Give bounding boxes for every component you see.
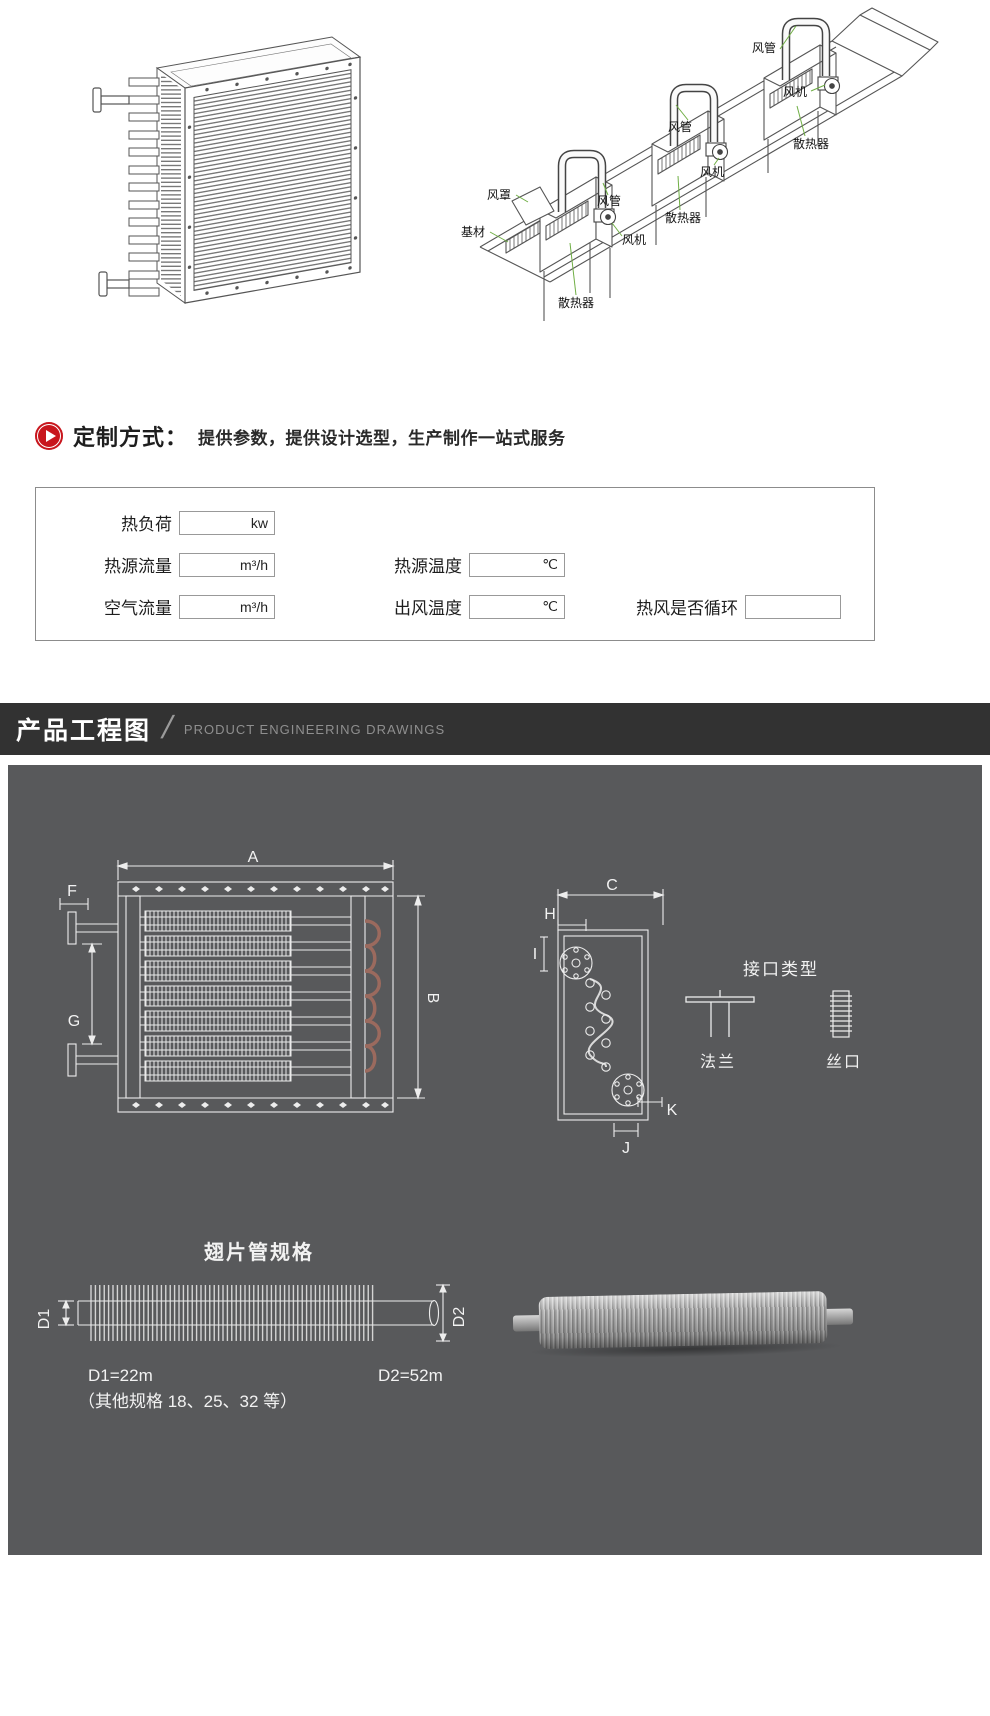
- section-title-cn: 产品工程图: [16, 717, 152, 745]
- section-header-bar: 产品工程图 / PRODUCT ENGINEERING DRAWINGS: [0, 703, 990, 755]
- out-temp-input[interactable]: ℃: [469, 594, 565, 619]
- side-view-drawing: C H I K J: [533, 877, 678, 1157]
- dim-k: K: [667, 1102, 678, 1119]
- d2-value: D2=52m: [378, 1366, 443, 1385]
- label-fan: 风机: [700, 165, 725, 179]
- dim-f: F: [67, 883, 77, 900]
- recirculation-group: 热风是否循环: [636, 594, 841, 619]
- dim-d1: D1: [36, 1309, 53, 1330]
- heat-exchanger-isometric-drawing: [85, 8, 405, 338]
- dim-c: C: [606, 877, 618, 894]
- fin-tube-dimension-drawing: D1 D2: [36, 1283, 468, 1343]
- parameter-form: 热负荷 kw 热源流量 m³/h 热源温度 ℃ 空气流量 m³/h 出风温度 ℃…: [35, 487, 875, 641]
- out-temp-unit: ℃: [542, 598, 558, 614]
- front-view-drawing: A F G B: [59, 850, 441, 1113]
- label-radiator: 散热器: [793, 137, 830, 151]
- dim-h: H: [544, 906, 556, 923]
- air-flow-input[interactable]: m³/h: [179, 594, 275, 619]
- dim-j: J: [622, 1140, 630, 1157]
- source-temp-input[interactable]: ℃: [469, 552, 565, 577]
- source-flow-group: 热源流量 m³/h: [104, 552, 275, 577]
- label-fan: 风机: [783, 85, 808, 99]
- dim-d2: D2: [451, 1307, 468, 1328]
- source-temp-group: 热源温度 ℃: [394, 552, 565, 577]
- dim-i: I: [533, 946, 537, 963]
- threaded-label: 丝口: [826, 1054, 863, 1071]
- flange-symbol: [685, 990, 755, 1037]
- flange-label: 法兰: [700, 1054, 737, 1071]
- section-title-en: PRODUCT ENGINEERING DRAWINGS: [183, 721, 446, 737]
- source-flow-input[interactable]: m³/h: [179, 552, 275, 577]
- customization-subtitle: 提供参数，提供设计选型，生产制作一站式服务: [198, 428, 566, 448]
- label-fan: 风机: [622, 233, 647, 247]
- source-flow-label: 热源流量: [104, 557, 172, 576]
- dim-a: A: [248, 850, 259, 866]
- duct-installation-svg: [479, 7, 939, 321]
- customization-header: 定制方式： 提供参数，提供设计选型，生产制作一站式服务: [35, 420, 566, 452]
- recirculation-label: 热风是否循环: [636, 599, 738, 618]
- finned-tube-body: [538, 1290, 828, 1350]
- threaded-symbol: [830, 990, 852, 1038]
- source-temp-label: 热源温度: [394, 557, 462, 576]
- heat-load-input[interactable]: kw: [179, 510, 275, 535]
- air-flow-unit: m³/h: [240, 598, 268, 615]
- d1-value: D1=22m: [88, 1366, 153, 1385]
- label-wind-hood: 风罩: [487, 188, 512, 202]
- label-radiator: 散热器: [665, 211, 702, 225]
- heat-load-label: 热负荷: [121, 515, 172, 534]
- dim-b: B: [424, 993, 441, 1004]
- out-temp-group: 出风温度 ℃: [394, 594, 565, 619]
- source-flow-unit: m³/h: [240, 556, 268, 573]
- fin-tube-spec-title: 翅片管规格: [204, 1242, 314, 1264]
- out-temp-label: 出风温度: [394, 599, 462, 618]
- label-air-duct: 风管: [597, 194, 622, 208]
- other-specs-note: （其他规格 18、25、32 等）: [78, 1392, 298, 1411]
- engineering-panel: A F G B: [8, 765, 982, 1555]
- heat-load-group: 热负荷 kw: [121, 510, 275, 535]
- fin-tube-photo: [512, 1287, 854, 1361]
- label-radiator: 散热器: [558, 296, 595, 310]
- dim-g: G: [68, 1013, 80, 1030]
- duct-installation-drawing: 风管 风机 散热器 风管 风机 散热器 风罩 风管 基材 风机 散热器: [440, 5, 940, 340]
- recirculation-input[interactable]: [745, 594, 841, 619]
- air-flow-group: 空气流量 m³/h: [104, 594, 275, 619]
- customization-title: 定制方式：: [73, 425, 189, 450]
- heat-load-unit: kw: [250, 514, 268, 531]
- label-air-duct: 风管: [668, 120, 693, 134]
- play-arrow-icon: [35, 422, 63, 450]
- interface-type-title: 接口类型: [743, 960, 819, 979]
- air-flow-label: 空气流量: [104, 599, 172, 618]
- source-temp-unit: ℃: [542, 556, 558, 572]
- heat-exchanger-isometric-svg: [92, 36, 362, 304]
- label-base-material: 基材: [461, 225, 486, 239]
- section-title-separator: /: [158, 708, 177, 745]
- label-air-duct: 风管: [752, 41, 777, 55]
